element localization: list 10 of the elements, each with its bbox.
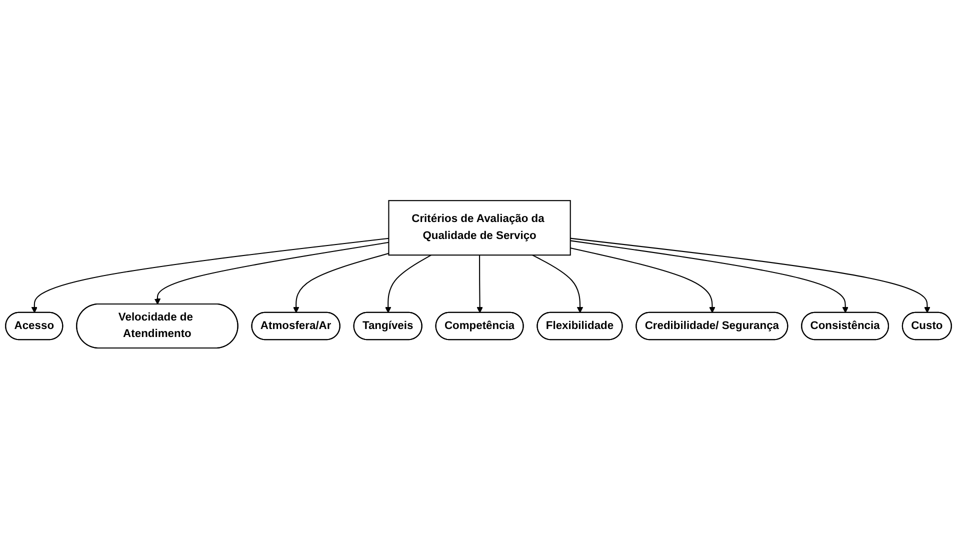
arrow (570, 240, 848, 314)
arrow (532, 254, 584, 314)
arrow (570, 248, 716, 314)
arrow (154, 242, 389, 305)
arrow (293, 253, 389, 314)
node-box: Critérios de Avaliação da Qualidade de Serviço (388, 200, 571, 256)
arrow (476, 255, 483, 314)
arrow (31, 238, 389, 314)
arrow (570, 238, 930, 314)
arrow (385, 254, 432, 314)
